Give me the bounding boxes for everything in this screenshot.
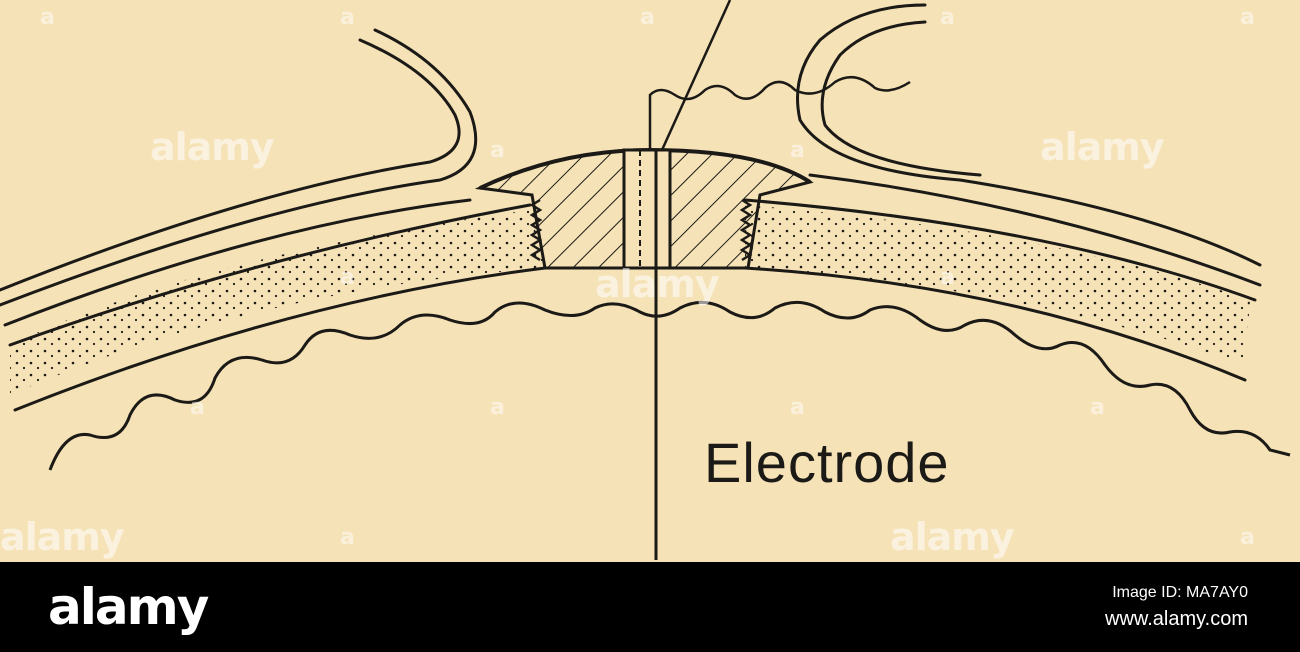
thread-left <box>529 198 543 262</box>
lead-wire-1 <box>660 0 732 151</box>
watermark-mark: a <box>940 5 955 30</box>
watermark-mark: a <box>1240 525 1255 550</box>
watermark-mark: a <box>1240 5 1255 30</box>
scalp-line-right-3 <box>808 173 1262 287</box>
watermark-mark: a <box>790 395 805 420</box>
bone-bottom-left <box>13 266 547 412</box>
electrode-bore <box>622 148 672 270</box>
scalp-line-left-3 <box>3 198 472 327</box>
bone-layer-right <box>745 205 1250 365</box>
watermark-mark: a <box>340 525 355 550</box>
watermark-mark: a <box>1090 395 1105 420</box>
watermark: alamy <box>150 125 275 169</box>
watermark-mark: a <box>190 395 205 420</box>
site-url: www.alamy.com <box>1105 608 1248 630</box>
lead-wire-2 <box>648 75 911 150</box>
bone-bottom-right <box>743 266 1247 382</box>
scalp-line-left-1 <box>0 38 461 292</box>
scalp-line-left-2 <box>0 28 478 307</box>
scalp-line-right-1 <box>796 3 1262 267</box>
bone-top-right <box>743 198 1257 302</box>
thread-right <box>739 198 753 262</box>
watermark-mark: a <box>640 5 655 30</box>
watermark-mark: a <box>40 5 55 30</box>
watermark-mark: a <box>940 265 955 290</box>
watermark-mark: a <box>490 395 505 420</box>
bone-top-left <box>8 203 532 347</box>
watermark-mark: a <box>340 265 355 290</box>
brain-surface <box>48 300 1291 471</box>
watermark: alamy <box>890 515 1015 559</box>
diagram-canvas: Electrode alamy alamy alamy alamy alamy … <box>0 0 1291 560</box>
bone-layer-left <box>10 210 545 395</box>
electrode-diagram <box>0 0 1291 560</box>
scalp-line-right-2 <box>820 20 982 177</box>
brand-logo: alamy <box>48 578 209 636</box>
watermark-mark: a <box>790 138 805 163</box>
watermark-mark: a <box>340 5 355 30</box>
footer-bar: alamy Image ID: MA7AY0 www.alamy.com <box>0 562 1300 652</box>
image-id: Image ID: MA7AY0 <box>1112 584 1248 601</box>
electrode-label: Electrode <box>704 431 950 494</box>
watermark: alamy <box>1040 125 1165 169</box>
watermark-mark: a <box>490 138 505 163</box>
watermark: alamy <box>595 262 720 306</box>
watermark: alamy <box>0 515 125 559</box>
